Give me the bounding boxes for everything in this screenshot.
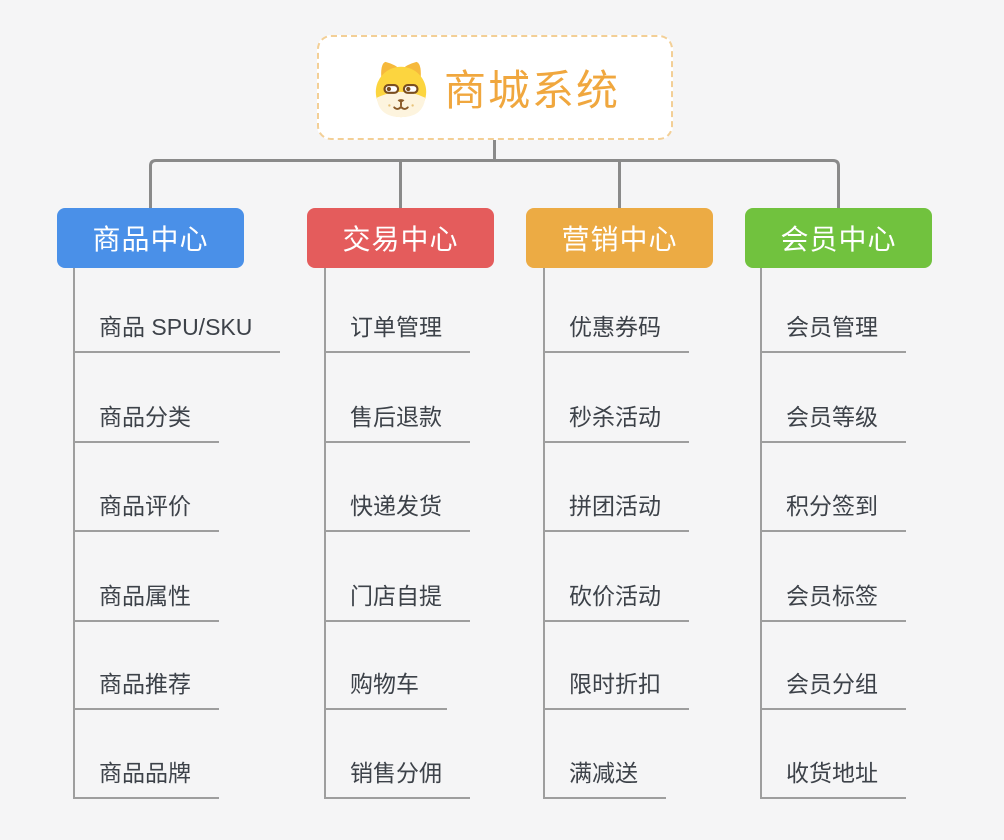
branch-node-trade-center[interactable]: 交易中心 — [307, 208, 494, 268]
leaf-topic[interactable]: 积分签到 — [760, 487, 906, 532]
leaf-topic[interactable]: 会员等级 — [760, 398, 906, 443]
branch-node-product-center[interactable]: 商品中心 — [57, 208, 244, 268]
leaf-topic[interactable]: 快递发货 — [324, 487, 470, 532]
leaf-topic[interactable]: 秒杀活动 — [543, 398, 689, 443]
dog-face-icon — [375, 61, 427, 117]
leaf-topic[interactable]: 满减送 — [543, 754, 666, 799]
leaf-topic[interactable]: 售后退款 — [324, 398, 470, 443]
leaf-topic[interactable]: 商品分类 — [73, 398, 219, 443]
branch-node-member-center[interactable]: 会员中心 — [745, 208, 932, 268]
leaf-column-marketing: 优惠券码 秒杀活动 拼团活动 砍价活动 限时折扣 满减送 — [543, 268, 689, 799]
leaf-column-member: 会员管理 会员等级 积分签到 会员标签 会员分组 收货地址 — [760, 268, 906, 799]
leaf-topic[interactable]: 会员管理 — [760, 308, 906, 353]
branch-label: 商品中心 — [92, 224, 209, 255]
leaf-topic[interactable]: 会员分组 — [760, 665, 906, 710]
leaf-topic[interactable]: 砍价活动 — [543, 577, 689, 622]
root-title: 商城系统 — [443, 67, 620, 114]
leaf-column-product: 商品 SPU/SKU 商品分类 商品评价 商品属性 商品推荐 商品品牌 — [73, 268, 281, 799]
branch-spine-line — [324, 268, 326, 799]
leaf-column-trade: 订单管理 售后退款 快递发货 门店自提 购物车 销售分佣 — [324, 268, 470, 799]
leaf-topic[interactable]: 限时折扣 — [543, 665, 689, 710]
branch-node-marketing-center[interactable]: 营销中心 — [526, 208, 713, 268]
root-node[interactable]: 商城系统 — [317, 35, 673, 140]
branch-spine-line — [73, 268, 75, 799]
leaf-topic[interactable]: 优惠券码 — [543, 308, 689, 353]
leaf-topic[interactable]: 会员标签 — [760, 577, 906, 622]
leaf-topic[interactable]: 商品推荐 — [73, 665, 219, 710]
branch-spine-line — [760, 268, 762, 799]
leaf-topic[interactable]: 商品 SPU/SKU — [73, 308, 281, 353]
leaf-topic[interactable]: 门店自提 — [324, 577, 470, 622]
leaf-topic[interactable]: 拼团活动 — [543, 487, 689, 532]
leaf-topic[interactable]: 销售分佣 — [324, 754, 470, 799]
branch-label: 营销中心 — [561, 224, 678, 255]
leaf-topic[interactable]: 商品评价 — [73, 487, 219, 532]
leaf-topic[interactable]: 收货地址 — [760, 754, 906, 799]
leaf-topic[interactable]: 购物车 — [324, 665, 447, 710]
leaf-topic[interactable]: 订单管理 — [324, 308, 470, 353]
leaf-topic[interactable]: 商品属性 — [73, 577, 219, 622]
leaf-topic[interactable]: 商品品牌 — [73, 754, 219, 799]
branch-label: 会员中心 — [780, 224, 897, 255]
branch-label: 交易中心 — [342, 224, 459, 255]
branch-spine-line — [543, 268, 545, 799]
